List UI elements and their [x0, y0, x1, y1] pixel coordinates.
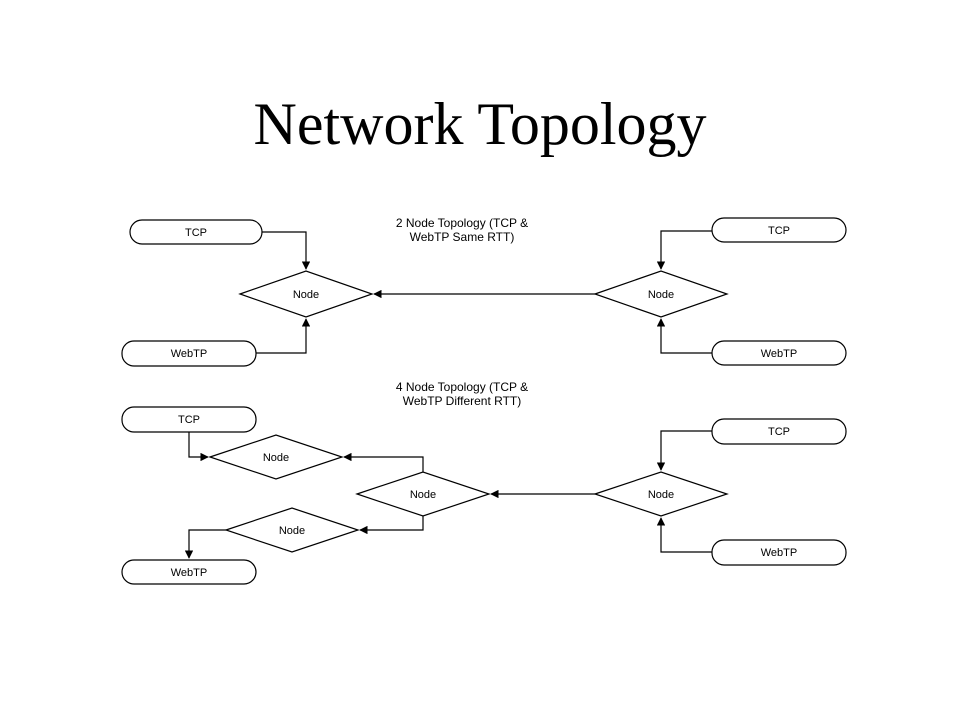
- edge-bottom-middle-to-lower-node: [359, 516, 424, 535]
- edge-bottom-left-tcp-to-upper-node: [188, 432, 209, 462]
- bottom-caption-line1: 4 Node Topology (TCP &: [396, 380, 528, 394]
- top-caption-line2: WebTP Same RTT): [410, 230, 515, 244]
- bottom-middle-node-label: Node: [410, 489, 436, 501]
- edge-bottom-lower-node-to-webtp: [184, 529, 226, 559]
- top-right-webtp-label: WebTP: [761, 348, 797, 360]
- top-left-webtp-label: WebTP: [171, 348, 207, 360]
- bottom-middle-node: [355, 471, 491, 517]
- two-node-topology: 2 Node Topology (TCP & WebTP Same RTT) T…: [121, 216, 847, 367]
- top-left-node-label: Node: [293, 289, 319, 301]
- edge-bottom-right-webtp-to-node: [656, 517, 712, 553]
- slide-title: Network Topology: [253, 91, 707, 157]
- bottom-left-tcp-label: TCP: [178, 414, 200, 426]
- top-right-tcp-source: [711, 217, 847, 243]
- bottom-upper-node-label: Node: [263, 452, 289, 464]
- bottom-lower-node-label: Node: [279, 525, 305, 537]
- edge-top-left-tcp-to-node: [262, 231, 311, 270]
- top-left-tcp-label: TCP: [185, 227, 207, 239]
- top-right-node: [593, 270, 729, 318]
- bottom-lower-node: [224, 507, 360, 553]
- top-left-node: [238, 270, 374, 318]
- top-right-tcp-label: TCP: [768, 225, 790, 237]
- edge-top-right-webtp-to-node: [656, 318, 712, 354]
- bottom-upper-node: [208, 434, 344, 480]
- edge-bottom-right-tcp-to-node: [656, 430, 712, 471]
- bottom-caption-line2: WebTP Different RTT): [403, 394, 521, 408]
- bottom-right-webtp-label: WebTP: [761, 547, 797, 559]
- edge-top-right-tcp-to-node: [656, 230, 712, 270]
- top-caption-line1: 2 Node Topology (TCP &: [396, 216, 528, 230]
- bottom-left-webtp-source: [121, 559, 257, 585]
- top-right-node-label: Node: [648, 289, 674, 301]
- bottom-right-node: [593, 471, 729, 517]
- edge-bottom-middle-to-upper-node: [343, 452, 424, 472]
- bottom-right-tcp-label: TCP: [768, 426, 790, 438]
- bottom-left-webtp-label: WebTP: [171, 567, 207, 579]
- bottom-right-node-label: Node: [648, 489, 674, 501]
- four-node-topology: 4 Node Topology (TCP & WebTP Different R…: [121, 380, 847, 585]
- edge-top-left-webtp-to-node: [256, 318, 311, 354]
